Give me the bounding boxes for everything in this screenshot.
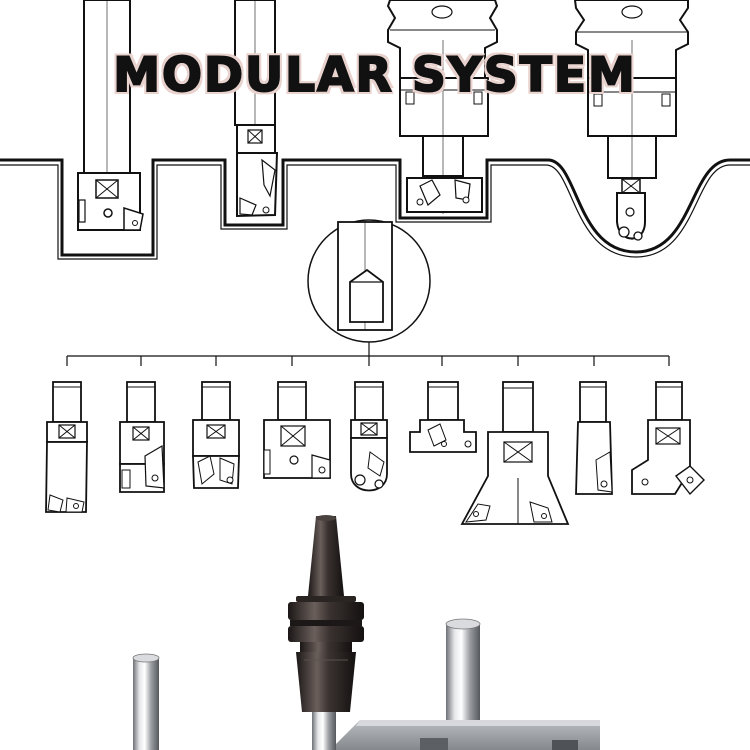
head-1-helical-end-mill [45, 381, 88, 513]
head-6-t-slot-mill [409, 381, 477, 453]
head-7-large-shoulder-cutter [460, 381, 570, 525]
head-2-shoulder-mill [119, 381, 165, 493]
workpiece-profile [0, 158, 750, 257]
head-4-face-mill [263, 381, 331, 479]
tool-top-3-face-mill [386, 0, 499, 214]
head-8-slim-end-mill [575, 381, 613, 495]
tool-top-2-end-mill [234, 0, 279, 218]
tree-connector [66, 342, 670, 366]
tool-holder-photo [132, 515, 600, 750]
tool-top-4-ball-nose [573, 0, 689, 241]
head-5-ball-nose [350, 381, 388, 492]
head-3-multi-insert-mill [192, 381, 240, 489]
detail-magnifier [307, 219, 431, 343]
tool-top-1-shoulder-mill [77, 0, 144, 231]
head-9-chamfer-mill [631, 381, 705, 496]
page-title: MODULAR SYSTEM [112, 47, 637, 104]
